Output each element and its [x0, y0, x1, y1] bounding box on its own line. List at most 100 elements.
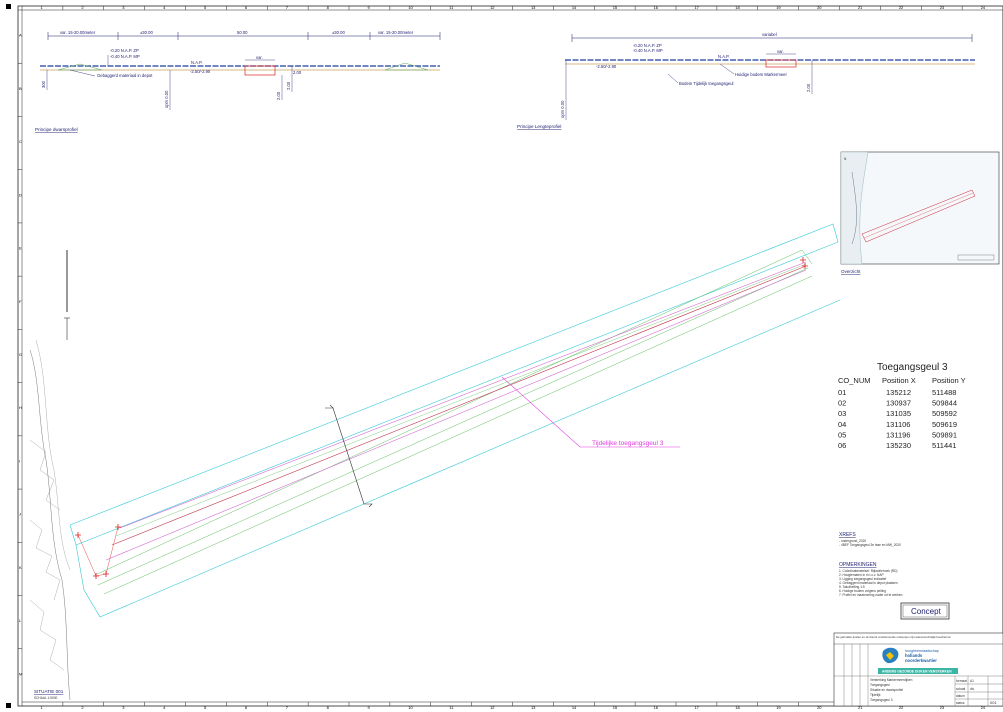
ruler-number: 12	[490, 705, 495, 710]
ruler-letter: M	[19, 671, 22, 676]
cross-dim-5: var. 15-20.00meter	[378, 30, 414, 35]
cross-note-depot: Gebaggerd materiaal in depot	[97, 73, 153, 78]
titleblock-project-3: Situatie en dwarsprofiel	[870, 688, 903, 692]
xrefs-title: XREFS	[839, 532, 856, 538]
ruler-number: 10	[408, 705, 413, 710]
long-channel-box	[765, 59, 797, 68]
coord-cell: 511488	[932, 388, 956, 397]
long-nap: N.A.P.	[718, 54, 730, 59]
coord-cell: 02	[838, 399, 846, 408]
coord-cell: 131196	[886, 430, 910, 439]
remark-line: 6. Huidige bodem volgens peiling	[839, 589, 886, 593]
ruler-number: 9	[367, 5, 370, 10]
titleblock-field-3: schaal	[956, 687, 966, 691]
remark-line: 7. Profiel en maatvoering nader uit te w…	[839, 593, 903, 597]
ruler-number: 2	[81, 705, 84, 710]
ruler-number: 1	[40, 5, 43, 10]
titleblock-org-2: hollands	[905, 653, 923, 658]
long-var: var.	[777, 49, 784, 54]
cross-bottom-level: -2.50/-2.90	[190, 69, 211, 74]
titleblock-header: De gebruikte doelen en de hieruit voortk…	[836, 635, 951, 639]
coord-cell: 03	[838, 409, 846, 418]
cross-level-zp: -0.20 N.A.P. ZP	[110, 48, 139, 53]
titleblock-doc: Toegangsgeul 3	[870, 698, 893, 702]
concept-stamp: Concept	[911, 607, 942, 616]
coord-table-title: Toegangsgeul 3	[877, 362, 948, 373]
coord-cell: 131035	[886, 409, 911, 418]
ruler-letter: K	[19, 565, 22, 570]
ruler-number: 23	[940, 5, 945, 10]
coord-cell: 01	[838, 388, 846, 397]
coord-cell: 04	[838, 420, 846, 429]
long-note-1: Huidige bodem Markermeer	[735, 72, 788, 77]
ruler-letter: A	[19, 33, 22, 38]
ruler-letter: J	[19, 512, 21, 517]
cross-depot-left	[57, 63, 103, 71]
cross-aux-3: opm 0.00	[164, 90, 169, 108]
xrefs-line-1: - ondergrond_2020	[839, 539, 866, 543]
coord-cell: 130937	[886, 399, 911, 408]
cross-var: var.	[256, 55, 263, 60]
long-level-mp: -0.40 N.A.P. MP	[633, 48, 663, 53]
ruler-number: 8	[327, 705, 330, 710]
coord-header-num: CO_NUM	[838, 376, 871, 385]
ruler-number: 13	[531, 705, 536, 710]
cross-channel-box	[244, 65, 276, 76]
cross-aux-5: 2.00	[286, 81, 291, 90]
titleblock-field-1: formaat	[956, 679, 967, 683]
coord-cell: 509619	[932, 420, 957, 429]
ruler-number: 18	[735, 5, 740, 10]
cross-aux-1: 300	[41, 80, 46, 88]
long-profile-drawing: variabel -0.20 N.A.P. ZP -0.40 N.A.P. MP…	[560, 32, 975, 120]
ruler-number: 7	[286, 5, 289, 10]
long-aux-1: opm 0.00	[560, 100, 565, 118]
titleblock-project-4: Tijdelijk	[870, 693, 881, 697]
titleblock-project-2: Toegangsgeul	[870, 683, 890, 687]
cross-dim-1: var. 15-20.00meter	[60, 30, 96, 35]
ruler-number: 24	[981, 705, 986, 710]
ruler-number: 13	[531, 5, 536, 10]
ruler-number: 20	[817, 5, 822, 10]
cross-aux-2: 2.00	[293, 70, 302, 75]
titleblock-banner: ANDERS GEZONDE DIJKEN VERSTERKEN	[882, 670, 952, 674]
coord-cell: 509592	[932, 409, 957, 418]
titleblock-field-2: A1	[970, 679, 974, 683]
ruler-number: 5	[204, 5, 207, 10]
ruler-number: 22	[899, 705, 904, 710]
long-aux-2: 2.00	[806, 83, 811, 92]
cross-dim-3: 50.00	[237, 30, 248, 35]
long-note-2: Bodem Tijdelijk toegangsgeul	[679, 81, 734, 86]
ruler-number: 9	[367, 705, 370, 710]
channel-label: Tijdelijke toegangsgeul 3	[592, 440, 664, 447]
ruler-number: 16	[654, 705, 659, 710]
cross-profile-drawing: var. 15-20.00meter ±30.00 50.00 ±30.00 v…	[40, 30, 441, 110]
ruler-letter: B	[19, 86, 22, 91]
remark-line: 2. Hoogtematen in m t.o.v. NAP	[839, 573, 884, 577]
titleblock-org-3: noorderkwartier	[905, 658, 937, 663]
ruler-letter: L	[19, 618, 22, 623]
ruler-number: 3	[122, 705, 125, 710]
titleblock-field-4: div.	[970, 687, 975, 691]
cross-aux-4: 2.00	[276, 91, 281, 100]
cross-dim-2: ±30.00	[140, 30, 153, 35]
ruler-number: 11	[449, 705, 454, 710]
ruler-number: 7	[286, 705, 289, 710]
sheet-border	[17, 5, 1003, 707]
long-level-zp: -0.20 N.A.P. ZP	[633, 43, 662, 48]
ruler-letter: C	[19, 139, 22, 144]
section-title-situation: SITUATIE 001	[34, 689, 64, 694]
ruler-number: 15	[613, 5, 618, 10]
overview-map: N	[840, 151, 1000, 265]
ruler-number: 19	[776, 705, 781, 710]
ruler-number: 20	[817, 705, 822, 710]
titleblock-project-1: Versterking Markermeerdijken	[870, 678, 913, 682]
remark-line: 4. Gebaggerd materiaal in depot plaatsen	[839, 581, 898, 585]
cross-dim-4: ±30.00	[332, 30, 345, 35]
ruler-number: 12	[490, 5, 495, 10]
long-dim: variabel	[762, 32, 777, 37]
water-board-logo	[882, 647, 899, 664]
ruler-number: 3	[122, 5, 125, 10]
